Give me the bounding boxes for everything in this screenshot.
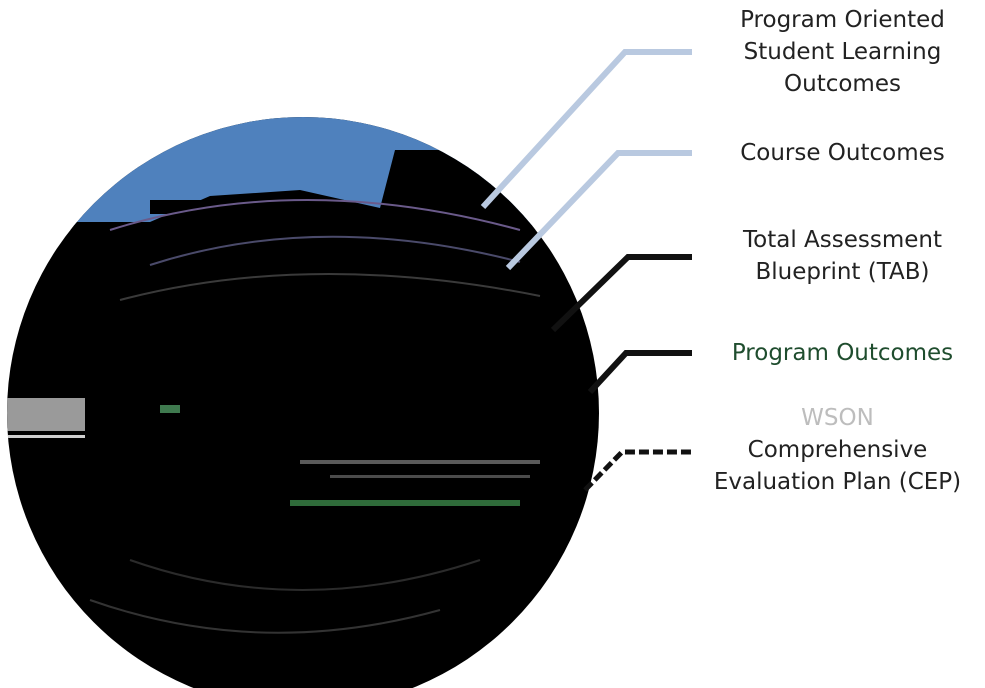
gray-band-line: [7, 435, 85, 438]
sphere-body: [7, 117, 599, 688]
connector-program-outcomes: [587, 350, 692, 395]
label-line: Comprehensive: [747, 437, 928, 463]
label-line: Student Learning: [743, 39, 942, 65]
label-line: Total Assessment: [743, 227, 942, 253]
layer-arc-5: [129, 559, 481, 591]
layer-arc-4: [89, 599, 441, 634]
sphere: [7, 117, 599, 688]
layer-arc-1: [109, 199, 521, 231]
band-streak-3: [160, 405, 180, 413]
connector-cep: [583, 449, 692, 492]
layer-arc-2: [149, 235, 521, 266]
layer-arc-3: [119, 272, 541, 301]
label-total-assessment-blueprint: Total Assessment Blueprint (TAB): [700, 224, 985, 288]
band-streak-2: [290, 500, 520, 506]
label-program-oriented-slo: Program Oriented Student Learning Outcom…: [700, 4, 985, 100]
connectors: [480, 49, 692, 492]
label-program-outcomes: Program Outcomes: [700, 337, 985, 369]
cap-shelf: [150, 200, 320, 214]
label-line: Blueprint (TAB): [755, 259, 930, 285]
connector-program-oriented: [480, 49, 692, 210]
label-line: Course Outcomes: [740, 140, 945, 166]
label-line: Program Oriented: [740, 7, 945, 33]
label-line: Outcomes: [784, 71, 901, 97]
connector-course-outcomes: [505, 150, 692, 271]
band-streak-4: [330, 475, 530, 478]
label-comprehensive-evaluation-plan: WSON Comprehensive Evaluation Plan (CEP): [690, 402, 985, 498]
gray-band: [7, 398, 85, 431]
connector-tab: [550, 254, 692, 333]
label-line: WSON: [801, 405, 874, 431]
label-course-outcomes: Course Outcomes: [700, 137, 985, 169]
label-line: Evaluation Plan (CEP): [713, 469, 962, 495]
cap-dark-overlay: [7, 150, 599, 230]
label-line: Program Outcomes: [731, 340, 954, 366]
band-streak-1: [300, 460, 540, 464]
